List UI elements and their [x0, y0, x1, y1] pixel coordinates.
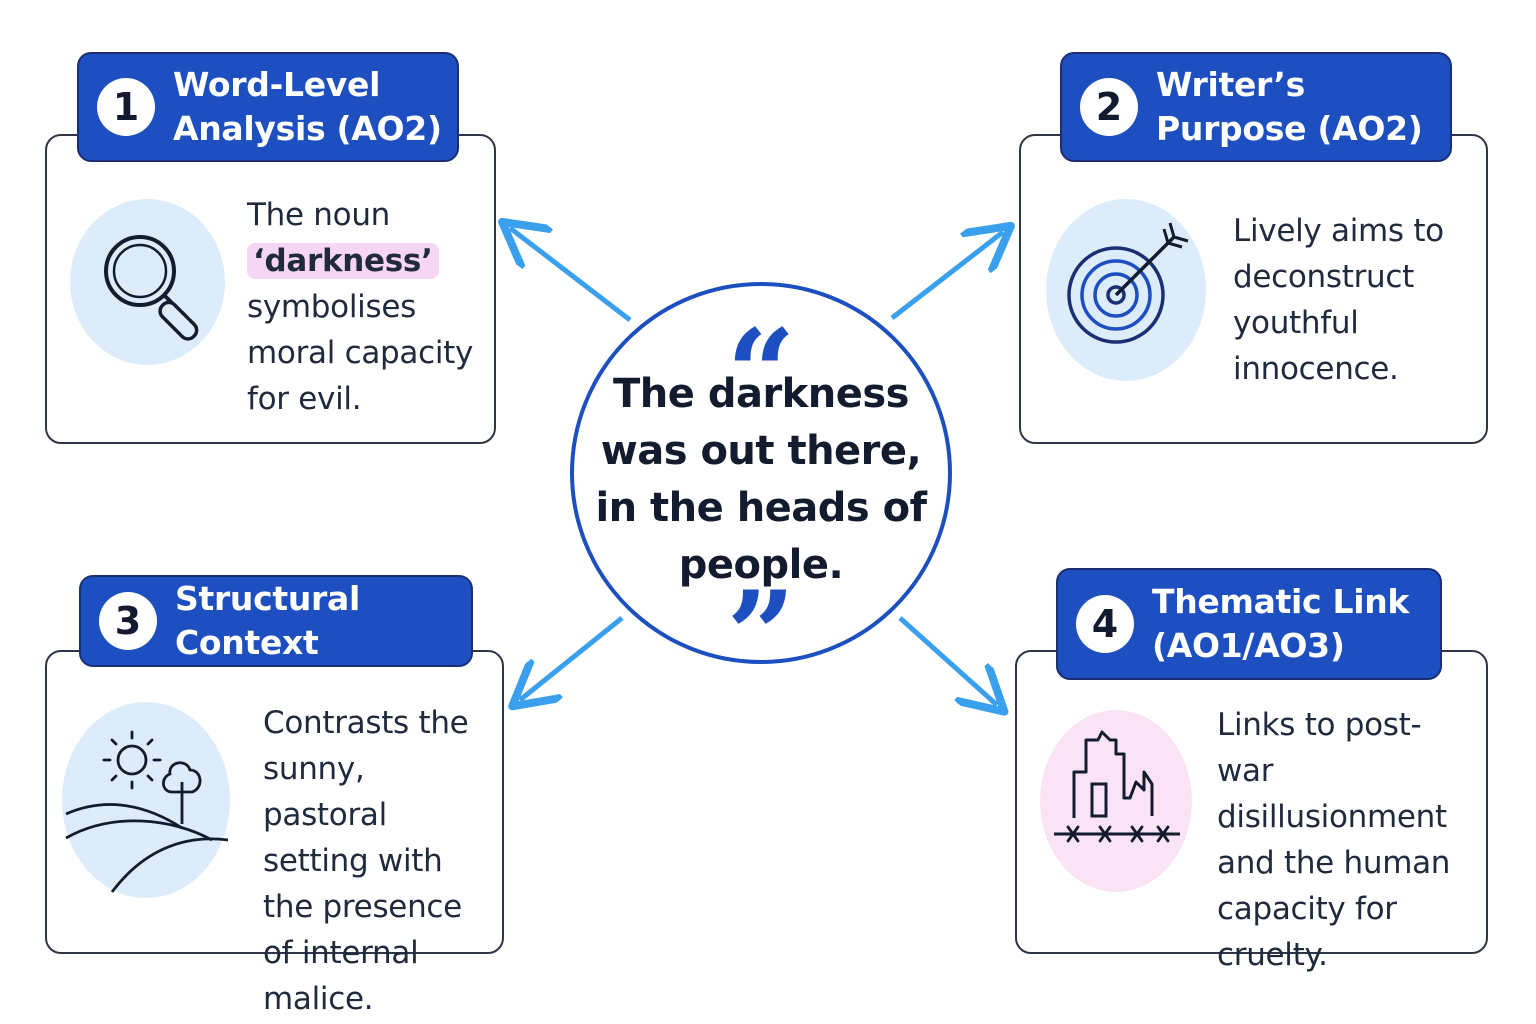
- arrow-to-card-2: [890, 232, 1003, 320]
- card-3-title: Structural Context: [175, 579, 360, 662]
- card-2-number: 2: [1080, 78, 1138, 136]
- card-1-header: 1 Word-Level Analysis (AO2): [77, 52, 459, 162]
- card-writers-purpose: Lively aims to deconstruct youthful inno…: [1019, 134, 1488, 444]
- card-3-number: 3: [99, 592, 157, 650]
- card-thematic-link: Links to post-war disillusionment and th…: [1015, 650, 1488, 973]
- magnifying-glass-icon: [70, 199, 225, 365]
- card-4-header: 4 Thematic Link (AO1/AO3): [1056, 568, 1442, 680]
- card-word-level-analysis: The noun ‘darkness’ symbolises moral cap…: [45, 134, 496, 444]
- arrow-to-card-3: [520, 616, 624, 700]
- central-quote-circle: “ The darkness was out there, in the hea…: [570, 282, 952, 696]
- card-1-text-before: The noun: [247, 197, 391, 233]
- arrow-to-card-4: [898, 616, 997, 705]
- darkness-highlight: ‘darkness’: [247, 243, 439, 279]
- card-1-text: The noun ‘darkness’ symbolises moral cap…: [247, 192, 487, 422]
- card-4-title: Thematic Link (AO1/AO3): [1152, 582, 1410, 665]
- card-3-text: Contrasts the sunny, pastoral setting wi…: [263, 705, 469, 1017]
- card-structural-context: Contrasts the sunny, pastoral setting wi…: [45, 650, 504, 1017]
- card-3-header: 3 Structural Context: [79, 575, 473, 667]
- card-1-number: 1: [97, 78, 155, 136]
- card-4-number: 4: [1076, 595, 1134, 653]
- close-quote-mark: ”: [726, 565, 796, 706]
- card-2-text: Lively aims to deconstruct youthful inno…: [1233, 213, 1444, 387]
- ruined-city-icon: [1040, 710, 1192, 892]
- card-1-title: Word-Level Analysis (AO2): [173, 65, 442, 148]
- card-2-title: Writer’s Purpose (AO2): [1156, 65, 1423, 148]
- open-quote-mark: “: [726, 303, 796, 444]
- target-arrow-icon: [1046, 199, 1206, 381]
- central-quote-text: The darkness was out there, in the heads…: [595, 371, 927, 588]
- arrow-to-card-1: [510, 228, 632, 322]
- pastoral-landscape-icon: [62, 702, 230, 898]
- card-1-text-after: symbolises moral capacity for evil.: [247, 289, 474, 417]
- card-4-text: Links to post-war disillusionment and th…: [1217, 707, 1451, 973]
- card-2-header: 2 Writer’s Purpose (AO2): [1060, 52, 1452, 162]
